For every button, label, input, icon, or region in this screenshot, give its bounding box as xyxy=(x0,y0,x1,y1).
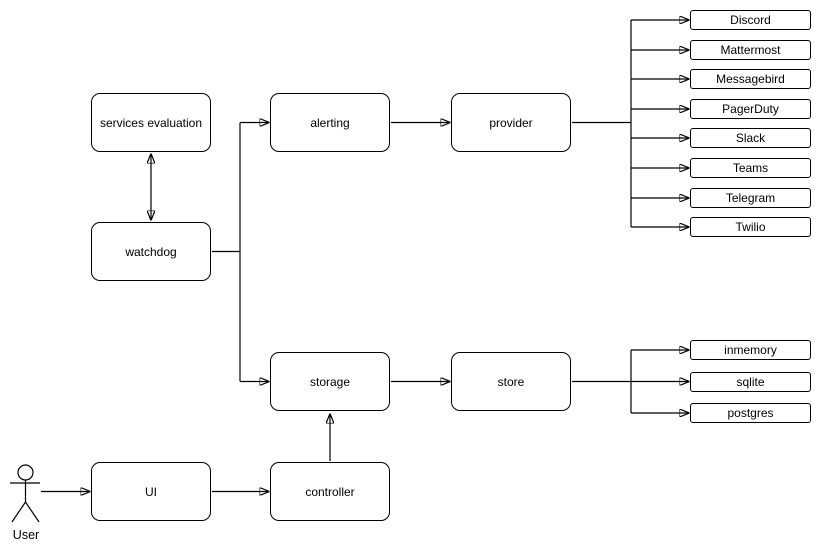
node-provider-pagerduty: PagerDuty xyxy=(690,99,811,119)
node-provider-messagebird-label: Messagebird xyxy=(716,72,785,86)
node-alerting: alerting xyxy=(270,93,390,152)
node-store-sqlite-label: sqlite xyxy=(736,374,765,389)
edge-watchdog-junction xyxy=(212,122,241,382)
node-controller: controller xyxy=(270,462,390,521)
node-provider-slack: Slack xyxy=(690,128,811,148)
node-provider-twilio-label: Twilio xyxy=(735,220,766,234)
edge-provider-trunk xyxy=(572,20,632,227)
node-alerting-label: alerting xyxy=(310,115,350,130)
node-store-inmemory-label: inmemory xyxy=(724,343,777,357)
node-provider: provider xyxy=(451,93,571,152)
node-provider-messagebird: Messagebird xyxy=(690,69,811,89)
edge-store-trunk xyxy=(572,350,632,413)
node-watchdog: watchdog xyxy=(91,222,211,281)
node-store-postgres: postgres xyxy=(690,403,811,423)
node-provider-telegram-label: Telegram xyxy=(725,191,776,205)
node-provider-mattermost-label: Mattermost xyxy=(720,43,781,57)
node-provider-teams-label: Teams xyxy=(732,161,769,175)
node-storage: storage xyxy=(270,352,390,411)
node-provider-twilio: Twilio xyxy=(690,217,811,237)
node-provider-mattermost: Mattermost xyxy=(690,40,811,60)
node-services-evaluation: services evaluation xyxy=(91,93,211,152)
user-actor-icon xyxy=(10,464,40,523)
node-services-evaluation-label: services evaluation xyxy=(99,115,203,130)
node-provider-slack-label: Slack xyxy=(735,131,766,145)
node-store-inmemory: inmemory xyxy=(690,340,811,360)
node-provider-teams: Teams xyxy=(690,158,811,178)
node-store-postgres-label: postgres xyxy=(727,406,774,420)
node-provider-discord-label: Discord xyxy=(730,13,771,27)
node-provider-discord: Discord xyxy=(690,10,811,30)
node-controller-label: controller xyxy=(305,484,355,499)
user-actor-label: User xyxy=(12,528,40,542)
node-ui: UI xyxy=(91,462,211,521)
node-storage-label: storage xyxy=(309,374,351,389)
node-store-sqlite: sqlite xyxy=(690,371,811,392)
node-store-label: store xyxy=(497,374,525,389)
node-provider-label: provider xyxy=(489,115,533,130)
node-watchdog-label: watchdog xyxy=(125,244,177,259)
node-ui-label: UI xyxy=(145,484,157,499)
node-store: store xyxy=(451,352,571,411)
node-provider-telegram: Telegram xyxy=(690,188,811,208)
node-provider-pagerduty-label: PagerDuty xyxy=(722,102,779,116)
